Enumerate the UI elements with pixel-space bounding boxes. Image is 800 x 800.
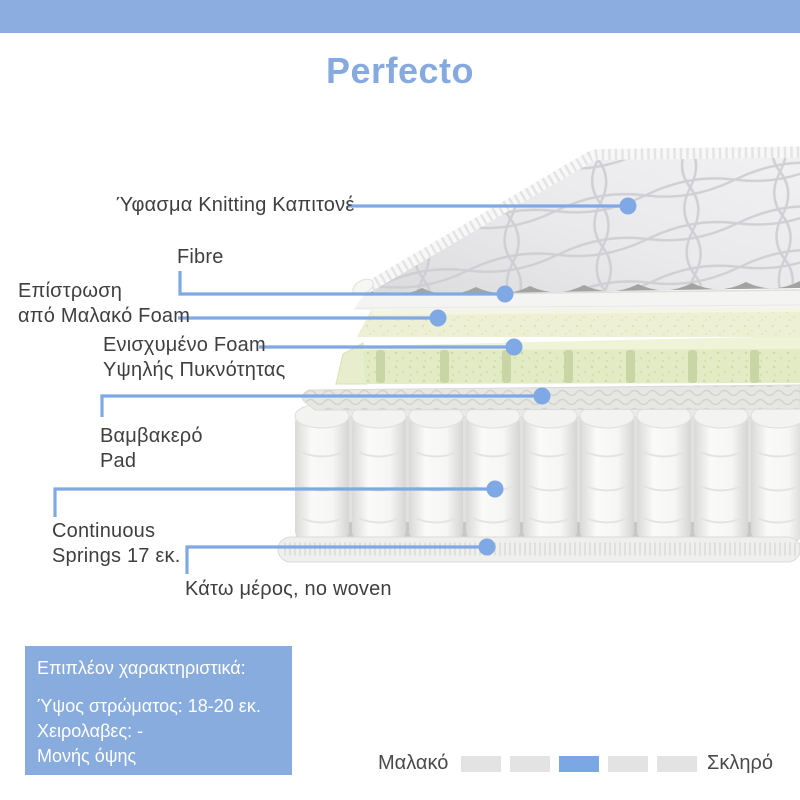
firmness-level-1 bbox=[461, 756, 501, 772]
label-soft-foam-line2: από Μαλακό Foam bbox=[18, 305, 191, 327]
dot-bottom bbox=[478, 538, 496, 556]
info-box: Επιπλέον χαρακτηριστικά: Ύψος στρώματος:… bbox=[25, 646, 292, 775]
label-bottom: Κάτω μέρος, no woven bbox=[185, 578, 392, 600]
leader-fibre bbox=[178, 271, 505, 296]
label-springs-line1: Continuous bbox=[52, 520, 156, 542]
label-springs: Continuous Springs 17 εκ. bbox=[52, 519, 180, 569]
springs-layer bbox=[294, 394, 800, 543]
dot-fabric bbox=[619, 197, 637, 215]
leader-lines bbox=[53, 204, 628, 574]
dot-springs bbox=[486, 480, 504, 498]
label-dense-foam: Ενισχυμένο Foam Υψηλής Πυκνότητας bbox=[103, 333, 286, 383]
soft-foam-layer bbox=[357, 306, 800, 337]
firmness-level-5 bbox=[657, 756, 697, 772]
label-cotton-pad-line2: Pad bbox=[100, 450, 137, 472]
leader-dots bbox=[429, 197, 637, 556]
mattress-illustration bbox=[53, 146, 800, 574]
dot-fibre bbox=[496, 285, 514, 303]
dot-soft-foam bbox=[429, 309, 447, 327]
top-bar bbox=[0, 0, 800, 33]
label-soft-foam: Επίστρωση από Μαλακό Foam bbox=[18, 279, 190, 329]
info-box-heading: Επιπλέον χαρακτηριστικά: bbox=[37, 658, 246, 678]
firmness-hard-label: Σκληρό bbox=[707, 752, 773, 774]
label-soft-foam-line1: Επίστρωση bbox=[18, 280, 123, 302]
label-cotton-pad: Βαμβακερό Pad bbox=[100, 424, 203, 474]
leader-cotton-pad bbox=[100, 394, 542, 417]
info-box-line-height: Ύψος στρώματος: 18-20 εκ. bbox=[37, 696, 261, 716]
label-dense-foam-line1: Ενισχυμένο Foam bbox=[103, 334, 266, 356]
firmness-level-2 bbox=[510, 756, 550, 772]
label-fibre: Fibre bbox=[177, 246, 224, 268]
label-springs-line2: Springs 17 εκ. bbox=[52, 545, 181, 567]
quilt-top-layer bbox=[352, 146, 800, 296]
label-cotton-pad-line1: Βαμβακερό bbox=[100, 425, 203, 447]
info-box-line-handles: Χειρολαβες: - bbox=[37, 721, 144, 741]
dot-dense-foam bbox=[505, 338, 523, 356]
firmness-soft-label: Μαλακό bbox=[378, 752, 449, 774]
label-dense-foam-line2: Υψηλής Πυκνότητας bbox=[103, 359, 286, 381]
leader-bottom bbox=[185, 545, 487, 574]
dot-cotton-pad bbox=[533, 387, 551, 405]
page-title: Perfecto bbox=[325, 50, 475, 91]
firmness-level-4 bbox=[608, 756, 648, 772]
leader-springs bbox=[53, 487, 495, 517]
firmness-scale bbox=[461, 756, 697, 772]
cotton-pad-layer bbox=[301, 384, 800, 411]
label-fabric: Ύφασμα Knitting Καπιτονέ bbox=[116, 194, 355, 216]
info-box-line-sides: Μονής όψης bbox=[37, 746, 137, 766]
bottom-rim-layer bbox=[277, 536, 800, 563]
dense-foam-layer bbox=[335, 336, 800, 385]
mattress-diagram: Ύφασμα Knitting Καπιτονέ Fibre Επίστρωση… bbox=[18, 146, 800, 600]
firmness-level-3 bbox=[559, 756, 599, 772]
